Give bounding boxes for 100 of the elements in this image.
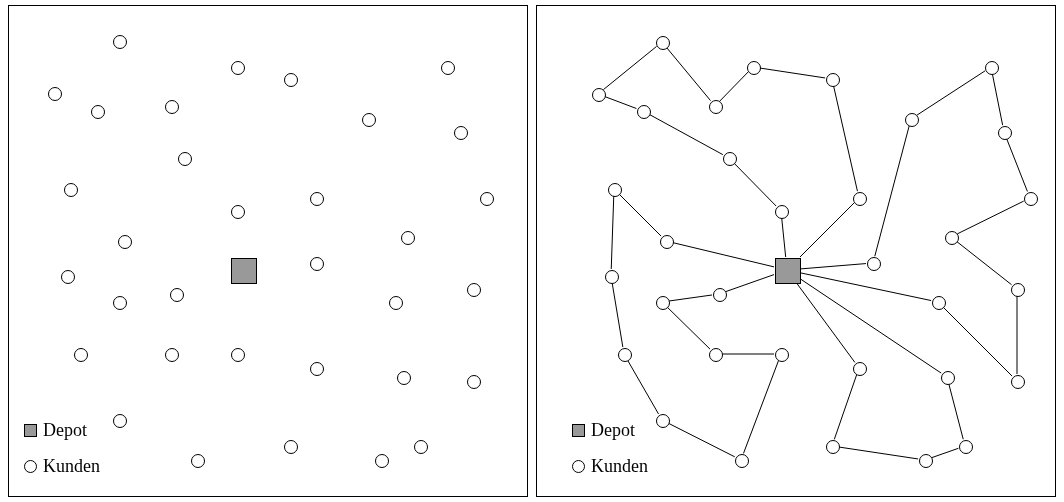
legend-label: Depot: [591, 419, 635, 441]
route-line: [956, 200, 1025, 235]
route-line: [667, 422, 736, 458]
panel-frame: [536, 5, 1056, 497]
route-line: [627, 359, 659, 415]
route-line: [611, 282, 624, 348]
customer-circle: [284, 440, 298, 454]
customer-circle: [853, 192, 867, 206]
customer-circle: [165, 100, 179, 114]
customer-circle: [867, 257, 881, 271]
customer-circle: [310, 257, 324, 271]
customer-circle: [113, 414, 127, 428]
route-line: [725, 274, 775, 293]
customer-circle: [231, 205, 245, 219]
depot-square: [775, 258, 801, 284]
route-line: [1006, 138, 1028, 192]
customer-circle: [389, 296, 403, 310]
customer-circle: [414, 440, 428, 454]
customer-circle: [775, 205, 789, 219]
customer-circle: [170, 288, 184, 302]
customer-circle: [231, 348, 245, 362]
customer-circle: [735, 454, 749, 468]
customer-circle: [284, 73, 298, 87]
customer-circle: [618, 348, 632, 362]
customer-circle: [775, 348, 789, 362]
route-line: [733, 162, 777, 207]
customer-circle: [91, 105, 105, 119]
route-line: [721, 353, 775, 355]
customer-circle: [310, 192, 324, 206]
route-line: [799, 272, 932, 302]
route-line: [991, 73, 1004, 126]
route-line: [833, 374, 858, 440]
customer-circle: [932, 296, 946, 310]
customer-circle: [64, 183, 78, 197]
customer-circle: [945, 231, 959, 245]
customer-circle: [1011, 375, 1025, 389]
customer-circle: [959, 440, 973, 454]
route-line: [931, 447, 959, 459]
customer-circle: [113, 35, 127, 49]
legend-label: Kunden: [591, 455, 648, 477]
route-line: [948, 383, 964, 440]
route-line: [956, 240, 1012, 286]
customer-circle: [362, 113, 376, 127]
customer-circle: [656, 414, 670, 428]
customer-circle: [401, 231, 415, 245]
customer-circle: [985, 61, 999, 75]
route-line: [833, 85, 858, 192]
customer-circle: [480, 192, 494, 206]
route-line: [874, 125, 910, 257]
route-line: [648, 113, 724, 156]
route-line: [665, 46, 712, 102]
customer-circle: [709, 100, 723, 114]
customer-circle: [637, 105, 651, 119]
route-line: [668, 294, 713, 302]
customer-circle: [853, 362, 867, 376]
route-line: [942, 306, 1013, 377]
route-line: [610, 195, 615, 270]
customer-circle: [397, 371, 411, 385]
customer-circle: [231, 61, 245, 75]
route-line: [1016, 295, 1018, 375]
customer-circle: [826, 73, 840, 87]
legend-label: Depot: [43, 419, 87, 441]
customer-circle: [74, 348, 88, 362]
customer-circle: [656, 36, 670, 50]
route-line: [672, 242, 775, 268]
route-line: [742, 360, 780, 454]
route-line: [666, 306, 711, 350]
customer-circle: [723, 152, 737, 166]
customer-circle: [48, 87, 62, 101]
route-line: [604, 95, 637, 110]
customer-circle: [660, 235, 674, 249]
route-line: [759, 67, 826, 79]
customer-circle: [454, 126, 468, 140]
route-line: [781, 217, 787, 258]
customer-circle: [608, 183, 622, 197]
customer-circle: [747, 61, 761, 75]
customer-circle: [178, 152, 192, 166]
customer-circle: [919, 454, 933, 468]
customer-circle: [191, 454, 205, 468]
panel-frame: [8, 5, 528, 497]
customer-circle: [467, 375, 481, 389]
customer-circle: [375, 454, 389, 468]
route-line: [618, 193, 662, 237]
customer-circle: [998, 126, 1012, 140]
customer-circle: [310, 362, 324, 376]
customer-circle: [905, 113, 919, 127]
customer-circle: [941, 371, 955, 385]
route-line: [916, 70, 986, 116]
customer-circle: [1024, 192, 1038, 206]
customer-circle: [118, 235, 132, 249]
route-line: [838, 446, 919, 460]
customer-circle: [165, 348, 179, 362]
route-line: [719, 71, 749, 102]
customer-circle: [61, 270, 75, 284]
customer-circle: [113, 296, 127, 310]
route-line: [799, 202, 855, 258]
route-line: [602, 45, 658, 91]
route-line: [796, 282, 856, 363]
customer-circle: [592, 88, 606, 102]
customer-circle: [605, 270, 619, 284]
